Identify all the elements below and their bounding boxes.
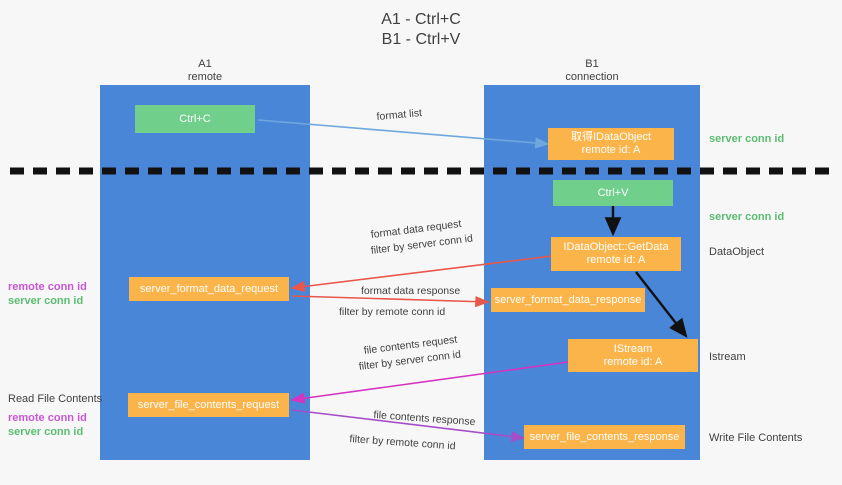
box-server-file-contents-response[interactable]: server_file_contents_response	[524, 425, 685, 449]
message-filter-file-contents-response: filter by remote conn id	[349, 432, 456, 453]
box-idataobject-getdata[interactable]: IDataObject::GetData remote id: A	[551, 237, 681, 271]
message-label-format-list-text: format list	[376, 107, 423, 123]
message-filter-format-data-response: filter by remote conn id	[339, 305, 445, 319]
box-get-idataobject-label: 取得IDataObject	[570, 131, 652, 143]
box-ctrl-v[interactable]: Ctrl+V	[553, 180, 673, 206]
box-server-format-data-request-label: server_format_data_request	[139, 282, 279, 295]
right-label-server-conn-id-top: server conn id	[709, 133, 785, 145]
column-header-b1-title: B1	[585, 58, 599, 70]
right-label-dataobject: DataObject	[709, 246, 765, 258]
message-filter-file-contents-request-prefix: filter by	[358, 356, 394, 373]
box-get-idataobject[interactable]: 取得IDataObject remote id: A	[548, 128, 674, 160]
message-filter-format-data-response-prefix: filter by	[339, 306, 373, 318]
left-label-server-conn-id-bottom: server conn id	[8, 426, 84, 438]
box-idataobject-getdata-label: IDataObject::GetData	[563, 241, 669, 253]
box-server-format-data-response[interactable]: server_format_data_response	[491, 288, 645, 312]
column-header-b1: B1 connection	[512, 58, 672, 84]
column-header-b1-subtitle: connection	[565, 71, 619, 83]
diagram-title-line-1: A1 - Ctrl+C	[381, 11, 461, 28]
column-header-a1: A1 remote	[125, 58, 285, 84]
box-istream-sublabel: remote id: A	[603, 355, 663, 368]
left-label-remote-conn-id-bottom: remote conn id	[8, 412, 87, 424]
message-label-format-data-response-text: format data response	[361, 285, 461, 297]
box-istream-label: IStream	[613, 342, 653, 355]
box-idataobject-getdata-sublabel: remote id: A	[586, 254, 646, 266]
message-filter-format-data-request-prefix: filter by	[370, 240, 406, 257]
diagram-title-line-2: B1 - Ctrl+V	[381, 31, 461, 48]
column-header-a1-subtitle: remote	[187, 71, 223, 83]
box-server-file-contents-request[interactable]: server_file_contents_request	[128, 393, 289, 417]
message-filter-file-contents-response-value: remote conn id	[385, 435, 456, 453]
right-label-write-file-contents: Write File Contents	[709, 432, 803, 444]
left-label-remote-conn-id-mid: remote conn id	[8, 281, 87, 293]
message-label-file-contents-response: file contents response	[373, 408, 476, 429]
right-label-istream: Istream	[709, 351, 746, 363]
box-ctrl-v-label: Ctrl+V	[597, 186, 629, 199]
box-get-idataobject-sublabel: remote id: A	[581, 144, 641, 156]
message-filter-format-data-response-value: remote conn id	[375, 306, 446, 318]
message-label-format-data-response: format data response	[361, 284, 460, 298]
message-filter-file-contents-response-prefix: filter by	[349, 432, 384, 448]
left-label-read-file-contents: Read File Contents	[8, 393, 103, 405]
message-label-file-contents-response-text: file contents response	[373, 408, 476, 429]
box-ctrl-c-label: Ctrl+C	[179, 112, 211, 125]
box-istream[interactable]: IStream remote id: A	[568, 339, 698, 372]
box-server-format-data-request[interactable]: server_format_data_request	[129, 277, 289, 301]
left-label-server-conn-id-mid: server conn id	[8, 295, 84, 307]
box-server-format-data-response-label: server_format_data_response	[494, 293, 642, 306]
message-label-format-list: format list	[376, 106, 423, 124]
right-label-server-conn-id-second: server conn id	[709, 211, 785, 223]
column-header-a1-title: A1	[198, 58, 212, 70]
box-ctrl-c[interactable]: Ctrl+C	[135, 105, 255, 133]
box-server-file-contents-response-label: server_file_contents_response	[529, 430, 680, 443]
box-server-file-contents-request-label: server_file_contents_request	[137, 398, 280, 411]
